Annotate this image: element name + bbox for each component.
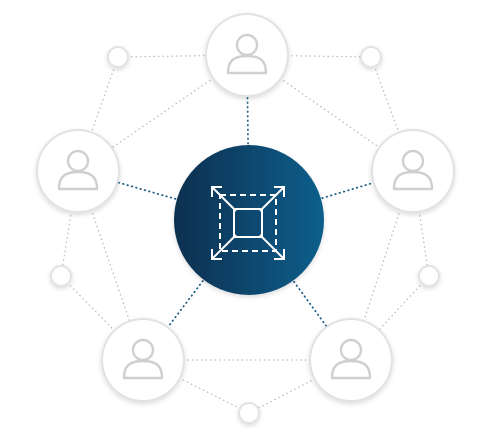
junction-mid-left (50, 265, 72, 287)
expand-arrows-icon (211, 186, 285, 260)
central-hub (174, 145, 324, 295)
inner-square (233, 208, 263, 238)
junction-nodes (50, 46, 440, 424)
dashed-frame (219, 194, 277, 252)
person-upper-left (36, 129, 120, 213)
person-nodes (36, 13, 455, 402)
dotted-link (246, 54, 372, 58)
dotted-link (60, 275, 144, 361)
person-lower-right (309, 318, 393, 402)
junction-bottom (238, 402, 260, 424)
dotted-link (142, 359, 250, 414)
person-top (205, 13, 289, 97)
junction-top-right (360, 46, 382, 68)
person-upper-right (371, 129, 455, 213)
junction-top-left (107, 46, 129, 68)
hub-circle (174, 145, 324, 295)
junction-mid-right (418, 265, 440, 287)
hub-link (248, 170, 414, 221)
person-lower-left (101, 318, 185, 402)
dotted-link (350, 170, 414, 361)
